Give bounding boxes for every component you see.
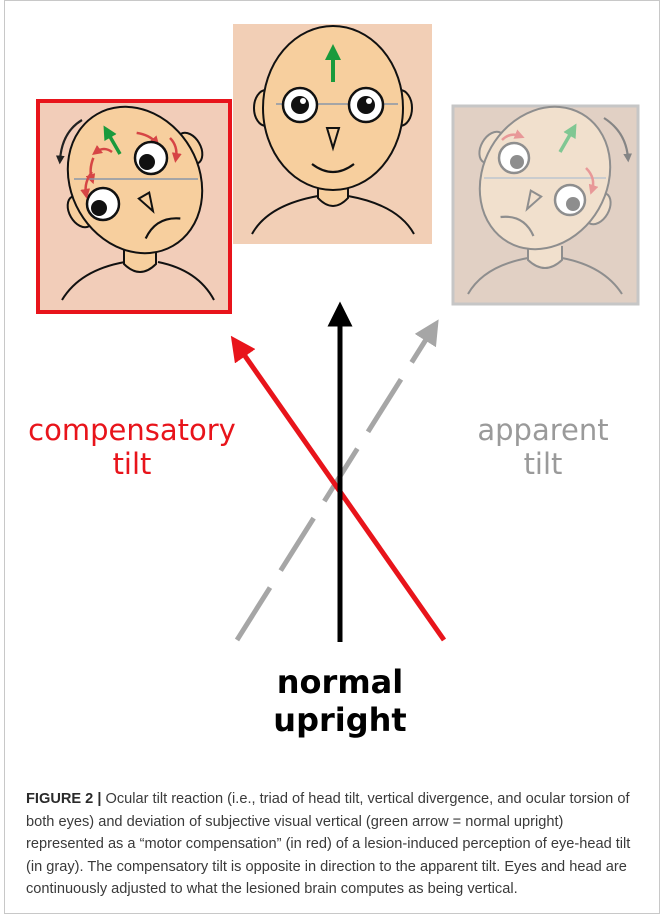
figure-caption-text: Ocular tilt reaction (i.e., triad of hea… [26, 791, 630, 897]
figure-caption-label: FIGURE 2 | [26, 791, 101, 807]
face-upright [233, 24, 432, 244]
normal-label-line1: normal [277, 663, 403, 701]
apparent-label-line1: apparent [477, 413, 608, 447]
apparent-label-line2: tilt [524, 447, 563, 481]
face-compensatory [33, 77, 237, 312]
figure-diagram: compensatory tilt apparent tilt normal u… [0, 0, 665, 748]
compensatory-label-line1: compensatory [28, 413, 236, 447]
compensatory-label-line2: tilt [113, 447, 152, 481]
normal-label-line2: upright [273, 701, 406, 739]
figure-caption: FIGURE 2 | Ocular tilt reaction (i.e., t… [26, 788, 644, 901]
face-apparent [446, 78, 645, 304]
